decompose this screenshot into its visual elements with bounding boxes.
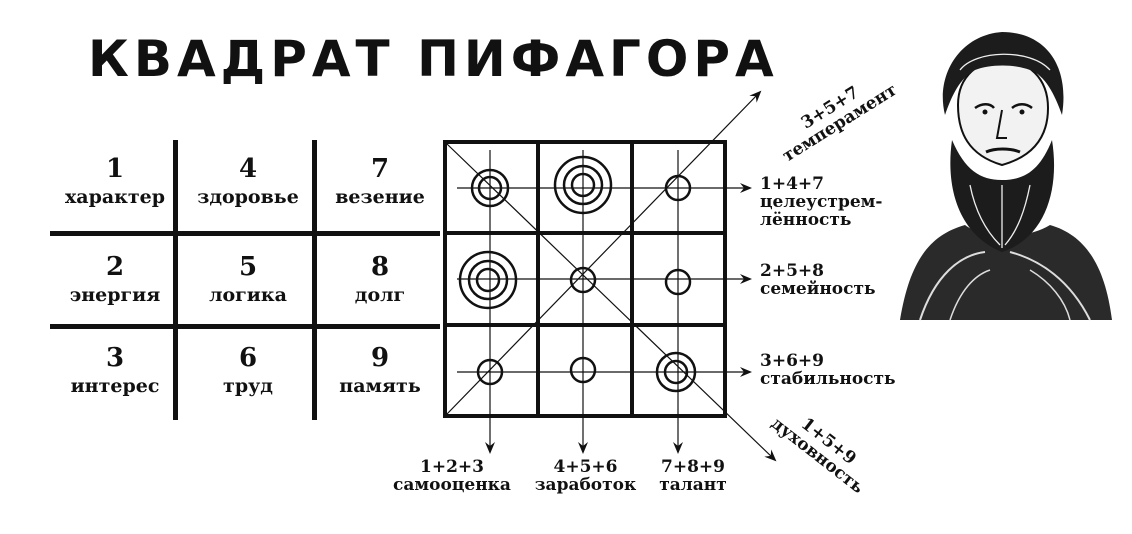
table-cell-4: 4 здоровье xyxy=(183,140,313,233)
pythagoras-portrait-icon xyxy=(900,32,1112,321)
table-cell-6: 6 труд xyxy=(183,329,313,422)
table-cell-1: 1 характер xyxy=(50,140,180,233)
table-cell-3: 3 интерес xyxy=(50,329,180,422)
cell-label: логика xyxy=(209,284,287,306)
cell-label: долг xyxy=(354,284,406,306)
cell-circles-6 xyxy=(569,356,597,384)
cell-label: память xyxy=(339,375,421,397)
cell-number: 8 xyxy=(370,252,390,282)
cell-circles-1 xyxy=(470,168,510,208)
table-cell-9: 9 память xyxy=(315,329,445,422)
row-label-1: 1+4+7 целеустрем- лённость xyxy=(760,175,882,229)
column-label-2: 4+5+6 заработок xyxy=(528,458,643,494)
page-title: КВАДРАТ ПИФАГОРА xyxy=(88,30,779,88)
pythagoras-table: 1 характер 4 здоровье 7 везение 2 энерги… xyxy=(50,140,440,420)
diagonal-arrow-bottom xyxy=(446,143,777,462)
row-text: семейность xyxy=(760,279,876,299)
diagonal-arrow-top xyxy=(446,90,762,415)
table-cell-7: 7 везение xyxy=(315,140,445,233)
column-sum: 7+8+9 xyxy=(661,457,725,477)
cell-number: 3 xyxy=(105,343,125,373)
cell-circles-3 xyxy=(476,358,504,386)
row-sum: 2+5+8 xyxy=(760,261,824,281)
row-label-2: 2+5+8 семейность xyxy=(760,262,876,298)
row-label-3: 3+6+9 стабильность xyxy=(760,352,896,388)
table-divider xyxy=(173,140,178,420)
cell-label: труд xyxy=(223,375,273,397)
cell-number: 9 xyxy=(370,343,390,373)
table-cell-8: 8 долг xyxy=(315,238,445,331)
cell-label: энергия xyxy=(69,284,161,306)
row-text: лённость xyxy=(760,210,852,230)
cell-number: 5 xyxy=(238,252,258,282)
row-sum: 3+6+9 xyxy=(760,351,824,371)
cell-label: здоровье xyxy=(197,186,299,208)
row-text: стабильность xyxy=(760,369,896,389)
row-text: целеустрем- xyxy=(760,192,883,212)
column-sum: 4+5+6 xyxy=(553,457,618,477)
cell-circles-2 xyxy=(458,250,518,310)
cell-label: характер xyxy=(64,186,166,208)
table-divider xyxy=(50,324,440,329)
cell-circles-5 xyxy=(569,266,597,294)
cell-number: 4 xyxy=(238,154,258,184)
cell-number: 6 xyxy=(238,343,258,373)
cell-number: 1 xyxy=(105,154,125,184)
cell-circles-4 xyxy=(553,155,613,215)
cell-circles-9 xyxy=(655,351,697,393)
column-text: талант xyxy=(659,475,727,495)
table-cell-2: 2 энергия xyxy=(50,238,180,331)
cell-number: 2 xyxy=(105,252,125,282)
column-text: заработок xyxy=(534,475,637,495)
table-divider xyxy=(312,140,317,420)
row-sum: 1+4+7 xyxy=(760,174,824,194)
cell-circles-8 xyxy=(664,268,692,296)
cell-label: везение xyxy=(335,186,425,208)
column-sum: 1+2+3 xyxy=(420,457,484,477)
cell-label: интерес xyxy=(70,375,160,397)
table-divider xyxy=(50,231,440,236)
column-label-3: 7+8+9 талант xyxy=(648,458,738,494)
column-label-1: 1+2+3 самооценка xyxy=(382,458,522,494)
table-cell-5: 5 логика xyxy=(183,238,313,331)
cell-circles-7 xyxy=(664,174,692,202)
column-text: самооценка xyxy=(393,475,511,495)
cell-number: 7 xyxy=(370,154,390,184)
